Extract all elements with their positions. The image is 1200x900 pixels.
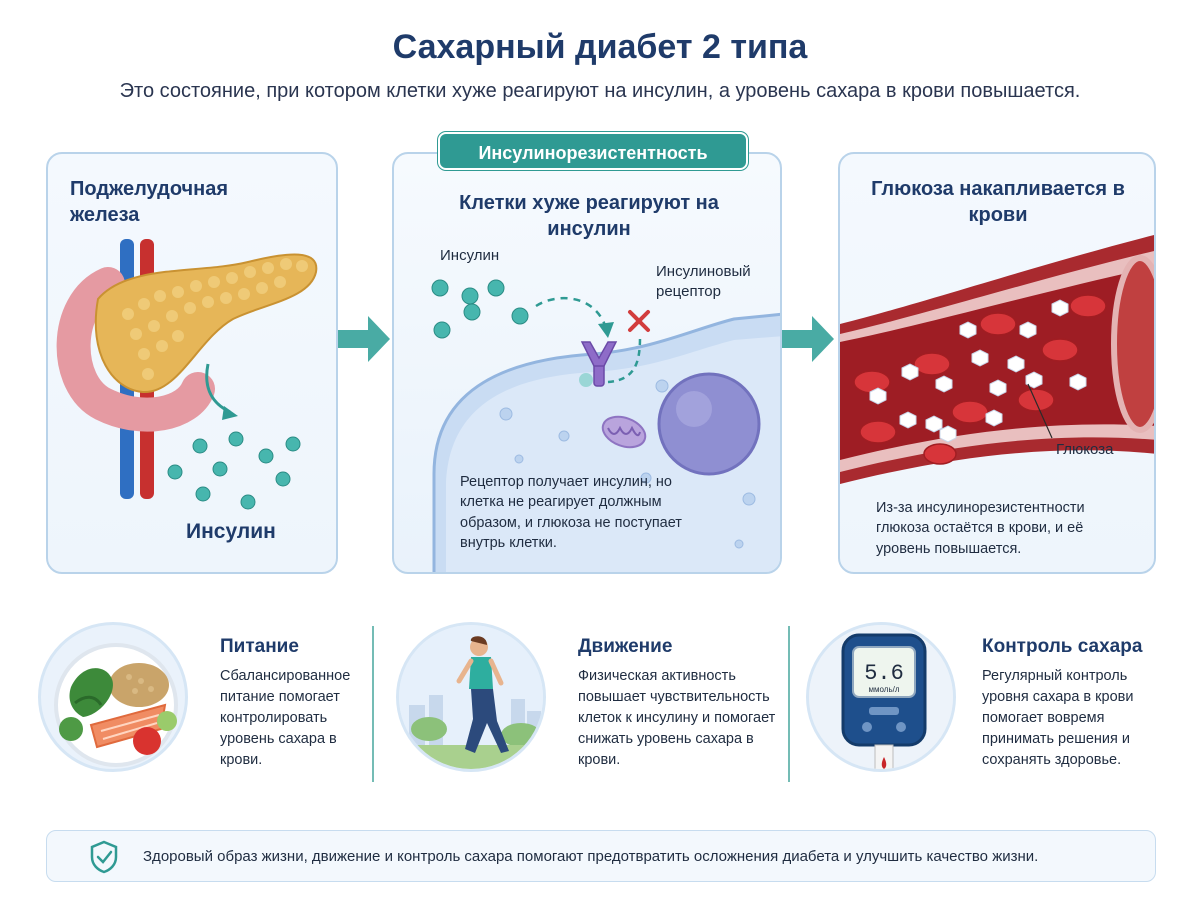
tip-control-title: Контроль сахара — [982, 636, 1143, 657]
panel-resistance-heading: Клетки хуже реагируют на инсулин — [459, 192, 719, 240]
mitochondrion-icon — [601, 415, 647, 449]
tip-nutrition-text: Сбалансированное питание помогает контро… — [220, 668, 351, 769]
tip-divider — [372, 626, 374, 782]
tip-nutrition-title: Питание — [220, 636, 299, 657]
duodenum-icon — [56, 267, 215, 432]
panel-pancreas-heading: Поджелудочная железа — [70, 178, 229, 226]
cell-illustration — [431, 279, 780, 572]
blocked-cross-icon — [628, 310, 650, 332]
page-title: Сахарный диабет 2 типа — [392, 28, 808, 66]
blood-vessel-illustration — [840, 235, 1154, 484]
pancreas-illustration — [56, 239, 318, 510]
insulin-label: Инсулин — [186, 520, 276, 543]
receptor-label: Инсулиновый рецептор — [656, 263, 751, 300]
walking-person-icon — [396, 622, 546, 772]
insulin-molecules — [167, 431, 301, 510]
panel-pancreas: Поджелудочная железа Инсулин — [46, 152, 338, 574]
plate-icon — [38, 622, 188, 772]
glucose-note: Из-за инсулинорезистентности глюкоза ост… — [876, 500, 1085, 557]
panel-glucose: Глюкоза накапливается в крови — [838, 152, 1156, 574]
shield-check-icon — [90, 840, 118, 874]
tip-control-text: Регулярный контроль уровня сахара в кров… — [982, 668, 1134, 769]
glucose-molecules — [869, 299, 1087, 443]
page-subtitle: Это состояние, при котором клетки хуже р… — [119, 80, 1081, 102]
insulin-label: Инсулин — [440, 247, 500, 264]
panel-resistance: Клетки хуже реагируют на инсулин — [392, 152, 782, 574]
blocked-path-arrow — [607, 337, 642, 384]
glucometer-icon: 5.6 ммоль/л — [806, 622, 956, 772]
resistance-note: Рецептор получает инсулин, но клетка не … — [460, 474, 682, 551]
insulin-path-arrow — [535, 296, 608, 329]
tip-movement-text: Физическая активность повышает чувствите… — [578, 668, 776, 769]
footer-text: Здоровый образ жизни, движение и контрол… — [143, 848, 1039, 865]
flow-arrow-1 — [338, 316, 390, 362]
meter-reading: 5.6 — [864, 661, 904, 686]
nucleus-icon — [657, 372, 761, 476]
red-blood-cells — [853, 294, 1107, 465]
glucose-label: Глюкоза — [1056, 441, 1114, 458]
meter-unit: ммоль/л — [869, 685, 900, 694]
footer-banner: Здоровый образ жизни, движение и контрол… — [46, 830, 1156, 882]
glucose-pointer — [1027, 383, 1053, 439]
insulin-resistance-tag: Инсулинорезистентность — [438, 132, 748, 170]
panel-glucose-heading: Глюкоза накапливается в крови — [871, 178, 1125, 226]
tip-movement-title: Движение — [578, 636, 673, 657]
receptor-icon — [580, 341, 618, 387]
tip-divider — [788, 626, 790, 782]
insulin-molecules — [431, 279, 529, 339]
flow-arrow-2 — [782, 316, 834, 362]
